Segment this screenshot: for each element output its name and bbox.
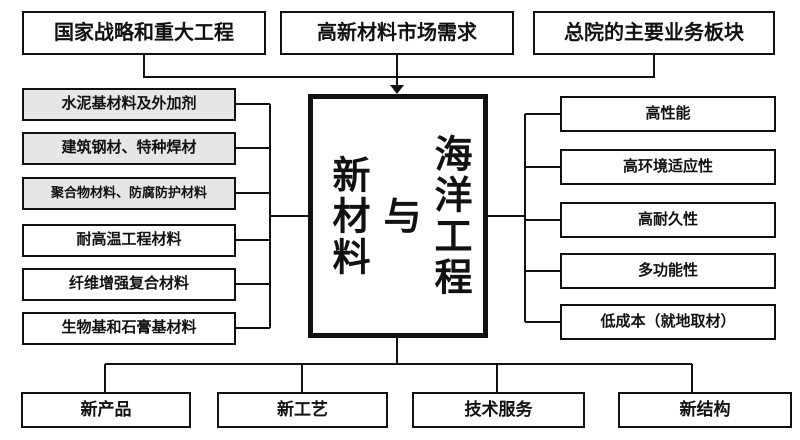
left-box-high-temperature: 耐高温工程材料: [22, 224, 236, 257]
left-box-construction-steel: 建筑钢材、特种焊材: [22, 132, 236, 165]
connector-top-left: [143, 55, 397, 78]
bottom-box-new-processes: 新工艺: [217, 392, 388, 428]
bottom-box-technical-services: 技术服务: [412, 392, 585, 428]
left-box-cement-materials: 水泥基材料及外加剂: [22, 88, 236, 121]
center-text-line2: 与: [377, 195, 419, 237]
bottom-box-new-structures: 新结构: [618, 392, 792, 428]
right-box-multifunctionality: 多功能性: [560, 253, 776, 289]
top-box-national-strategy: 国家战略和重大工程: [22, 11, 266, 55]
right-box-high-performance: 高性能: [560, 96, 776, 132]
center-text-line3: 新材料: [326, 154, 368, 278]
top-box-main-business: 总院的主要业务板块: [533, 11, 775, 55]
center-box-marine-engineering-and-new-materials: 海洋工程 与 新材料: [308, 94, 488, 338]
right-box-low-cost: 低成本（就地取材）: [560, 304, 776, 340]
right-box-durability: 高耐久性: [560, 202, 776, 238]
left-box-biobased-gypsum: 生物基和石膏基材料: [22, 312, 236, 345]
right-box-environmental-adaptability: 高环境适应性: [560, 149, 776, 185]
connector-top-right: [397, 55, 655, 78]
top-box-market-demand: 高新材料市场需求: [280, 11, 514, 55]
left-box-polymer-anticorrosion: 聚合物材料、防腐防护材料: [22, 177, 236, 210]
bottom-box-new-products: 新产品: [21, 392, 191, 428]
center-text-line1: 海洋工程: [428, 134, 470, 298]
left-box-fiber-composite: 纤维增强复合材料: [22, 268, 236, 301]
down-arrow-icon: [390, 85, 404, 94]
